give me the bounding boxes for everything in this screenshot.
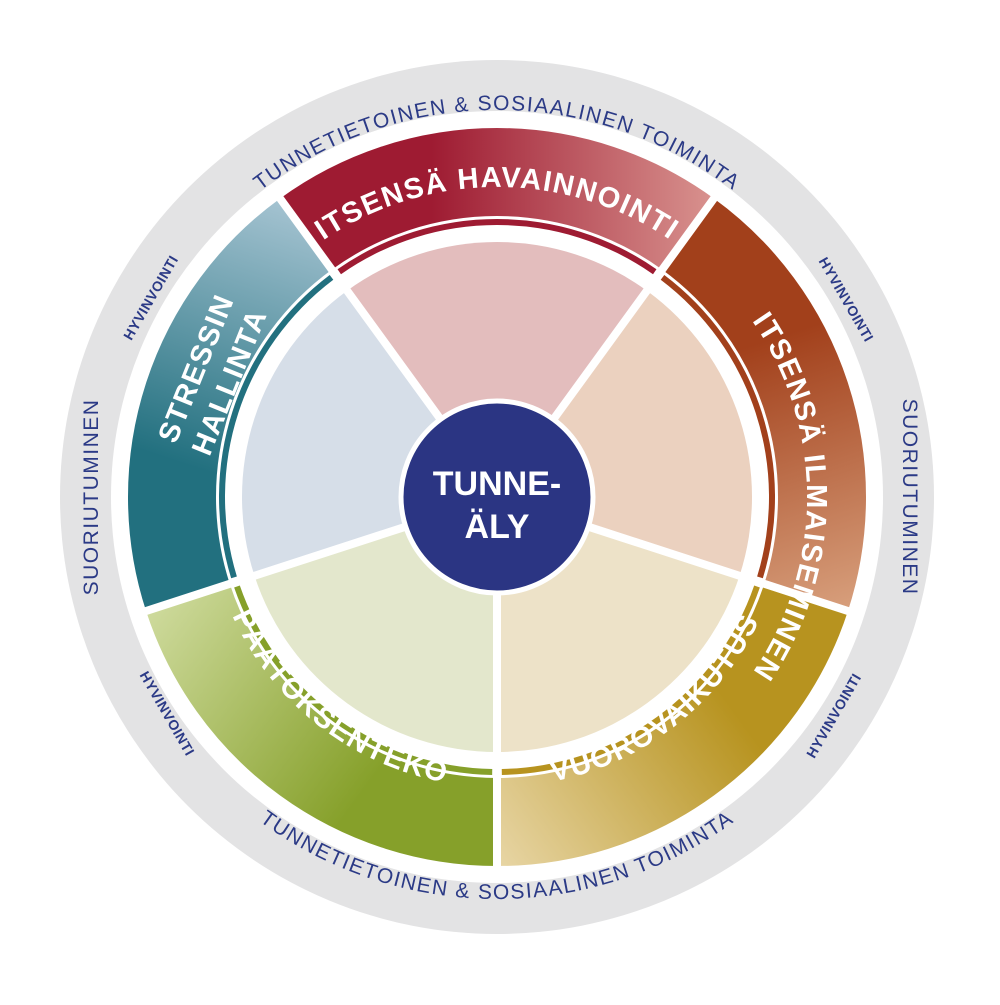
- band-rim-ilmaiseminen: [660, 274, 776, 579]
- spoke-4: [140, 522, 407, 617]
- band-rim-paatoksenteko: [234, 585, 493, 775]
- spoke-0: [273, 192, 444, 422]
- competence-bands: [122, 122, 872, 873]
- band-rim-stressin: [218, 274, 334, 579]
- spoke-1: [550, 192, 721, 422]
- band-rim-havainnointi: [337, 218, 657, 275]
- center-label-line-1: TUNNE-: [433, 465, 561, 503]
- center-disc: [398, 398, 596, 596]
- inner-wedge-havainnointi: [347, 241, 647, 497]
- band-rim-vuorovaikutus: [501, 585, 760, 775]
- outer-label-right: SUORIUTUMINEN: [898, 399, 921, 596]
- center-label-line-2: ÄLY: [465, 508, 530, 546]
- inner-wedges: [241, 241, 753, 752]
- outer-label-left: SUORIUTUMINEN: [80, 399, 103, 596]
- white-spokes: [140, 192, 854, 871]
- spoke-2: [587, 522, 854, 617]
